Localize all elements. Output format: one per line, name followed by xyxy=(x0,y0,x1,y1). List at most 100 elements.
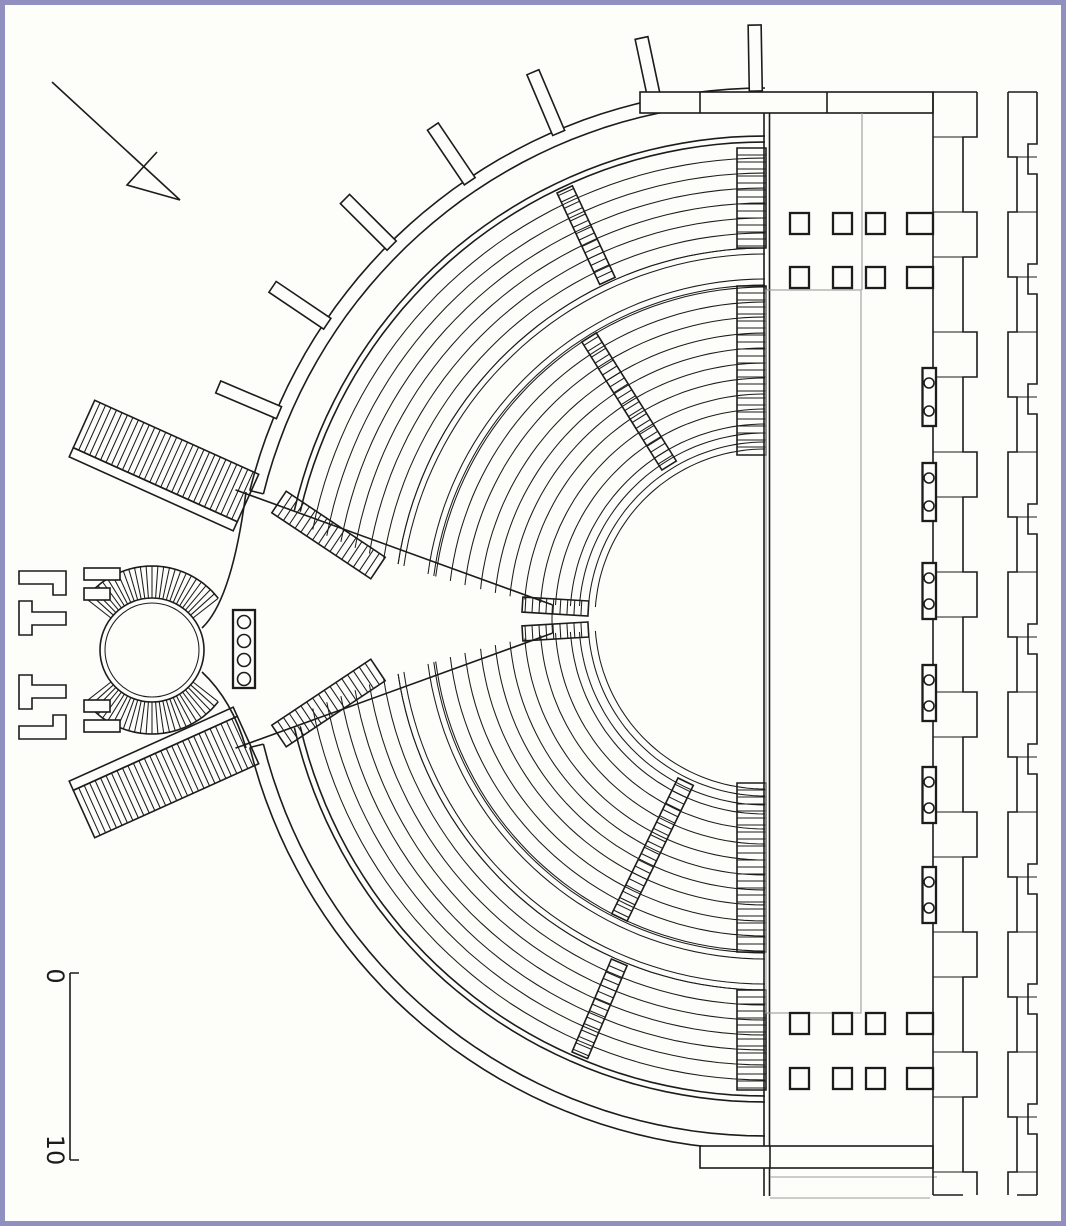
frons-column-plinth xyxy=(921,765,938,825)
praecinctio-arc xyxy=(397,247,766,991)
lower-cavea-row-arc xyxy=(494,347,766,891)
lower-cavea-row-arc xyxy=(569,423,766,815)
stair-tower-ring xyxy=(99,597,205,703)
pillar-square xyxy=(864,265,887,290)
buttress xyxy=(747,24,764,93)
pillar-square-attached xyxy=(905,1066,935,1091)
postscaenium-east-edge xyxy=(1027,92,1038,1195)
west-gate-pier xyxy=(18,674,67,710)
entrance-ramp-steps xyxy=(78,718,254,836)
pillar-square xyxy=(788,211,811,236)
frons-column xyxy=(923,802,935,814)
entrance-stair-outline xyxy=(521,596,590,617)
north-arrow-head xyxy=(125,151,181,201)
frons-column-plinth xyxy=(921,561,938,621)
ambulatory-wall-arc xyxy=(293,135,766,1103)
pulpitum-outline xyxy=(765,289,862,1014)
pillar-column xyxy=(236,633,252,649)
stage-bottom-wall xyxy=(699,1145,934,1169)
tangential-stair-steps xyxy=(277,494,380,576)
entrance-stair-outline xyxy=(521,621,590,642)
stair-tower-inner xyxy=(104,602,200,698)
scale-bar-end-label: 10 xyxy=(41,1135,69,1166)
upper-cavea-row-arc xyxy=(326,172,766,1066)
upper-cavea-row-arc xyxy=(368,217,766,1021)
outer-wall-cap xyxy=(249,743,264,749)
frons-column xyxy=(923,700,935,712)
radial-stair-steps xyxy=(613,783,691,918)
buttress xyxy=(339,193,398,252)
gate-wall-stub xyxy=(83,587,111,601)
lower-cavea-row-arc xyxy=(509,362,766,876)
pillar-square-attached xyxy=(905,1011,935,1036)
frons-column xyxy=(923,572,935,584)
edge-stair-steps xyxy=(737,996,766,1089)
lower-cavea-row-arc xyxy=(435,286,766,952)
lower-cavea-row-arc xyxy=(464,316,766,922)
scale-bar xyxy=(69,972,79,1161)
tangential-stair-steps xyxy=(277,662,380,744)
tangential-stair-outline xyxy=(270,490,387,580)
frons-column xyxy=(923,377,935,389)
frons-column-plinth xyxy=(921,461,938,523)
upper-cavea-row-arc xyxy=(312,157,766,1081)
frons-column xyxy=(923,674,935,686)
radial-stair-outline xyxy=(610,776,695,923)
frons-column-plinth xyxy=(921,663,938,723)
entrance-ramp-steps xyxy=(78,402,254,520)
scale-bar-start-label: 0 xyxy=(41,968,69,983)
praecinctio-arc xyxy=(427,278,766,960)
frons-column xyxy=(923,405,935,417)
gate-wall-stub xyxy=(83,567,121,581)
north-arrow-shaft xyxy=(51,81,181,201)
pillar-square xyxy=(864,1066,887,1091)
stage-top-wall xyxy=(639,91,934,114)
stair-tower-steps xyxy=(85,566,219,619)
pillar-column xyxy=(236,614,252,630)
postscaenium-caps xyxy=(1008,91,1037,1196)
edge-stair-outline xyxy=(736,989,767,1091)
lower-cavea-row-arc xyxy=(540,393,766,845)
lower-cavea-row-arc xyxy=(554,408,766,830)
gate-funnel-wall xyxy=(201,491,247,629)
orchestra-row-arc xyxy=(594,448,766,790)
cavea-flat-edge xyxy=(763,92,771,1196)
postscaenium-dividers xyxy=(1008,91,1037,1173)
upper-cavea-row-arc xyxy=(397,247,766,991)
upper-cavea-row-arc xyxy=(383,232,766,1006)
frons-column xyxy=(923,472,935,484)
upper-cavea-row-arc xyxy=(340,187,766,1051)
frons-column xyxy=(923,902,935,914)
outer-wall-arc xyxy=(262,101,766,1137)
frons-column xyxy=(923,876,935,888)
cavea-cut-line xyxy=(235,489,553,606)
pillar-square xyxy=(788,1011,811,1036)
pillar-square-attached xyxy=(905,265,935,290)
radial-stair-steps xyxy=(583,335,673,465)
buttress xyxy=(426,121,477,187)
buttress xyxy=(214,379,283,420)
west-gate-pier xyxy=(18,570,67,596)
orchestra-row-arc xyxy=(578,432,766,806)
radial-stair-outline xyxy=(555,184,617,286)
radial-stair-outline xyxy=(580,331,678,472)
lower-cavea-row-arc xyxy=(480,332,766,906)
scaena-wall-east-edge xyxy=(962,92,978,1195)
praecinctio-arc xyxy=(433,284,766,954)
west-gate-pier xyxy=(18,600,67,636)
ambulatory-wall-arc xyxy=(299,141,766,1097)
column-pillar-block xyxy=(231,608,257,690)
pillar-column xyxy=(236,652,252,668)
frons-column-plinth xyxy=(921,865,938,925)
edge-stair-steps xyxy=(737,789,766,945)
radial-stair-outline xyxy=(570,957,629,1060)
edge-stair-steps xyxy=(737,292,766,448)
frons-column xyxy=(923,500,935,512)
praecinctio-arc xyxy=(403,253,766,985)
gate-funnel-wall xyxy=(201,671,247,749)
stair-tower-outer-arc xyxy=(85,701,219,735)
